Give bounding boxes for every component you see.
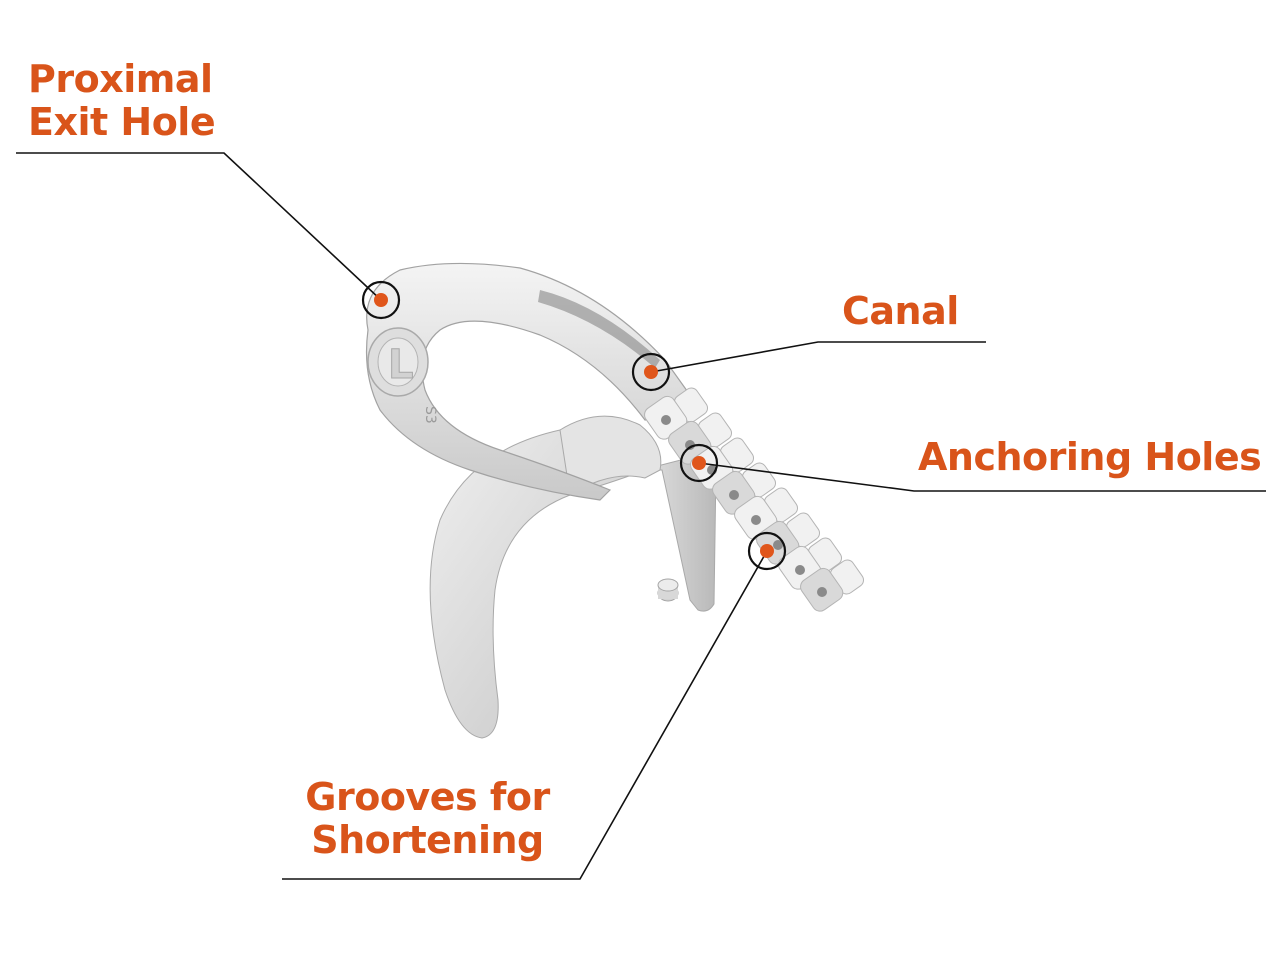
- implant-rear-post: [641, 454, 717, 612]
- implant-canal-groove: [538, 290, 660, 368]
- label-proximal-exit-hole: Proximal Exit Hole: [28, 57, 216, 144]
- marker-anchoring-holes: [679, 443, 719, 483]
- marker-grooves-for-shortening: [747, 531, 787, 571]
- anchoring-hole-segment: [644, 387, 709, 440]
- marker-canal: [631, 352, 671, 392]
- marker-proximal-exit-hole: [361, 280, 401, 320]
- anchoring-hole-segment: [800, 559, 865, 612]
- implant-size-mark: S3: [422, 406, 438, 424]
- anchoring-hole-segment: [690, 437, 755, 490]
- label-anchoring-holes: Anchoring Holes: [918, 435, 1262, 479]
- leader-line-proximal-exit-hole: [16, 152, 382, 301]
- leader-line-canal: [650, 341, 986, 373]
- leader-line-grooves: [282, 550, 768, 880]
- leader-line-anchoring-holes: [698, 462, 1266, 492]
- label-canal: Canal: [842, 289, 959, 333]
- implant-side-letter: L: [388, 342, 414, 388]
- implant-bridge: [559, 415, 662, 496]
- implant-front-leg: [429, 419, 646, 739]
- implant-anchoring-chain: [644, 387, 865, 612]
- label-grooves-for-shortening: Grooves for Shortening: [305, 775, 550, 862]
